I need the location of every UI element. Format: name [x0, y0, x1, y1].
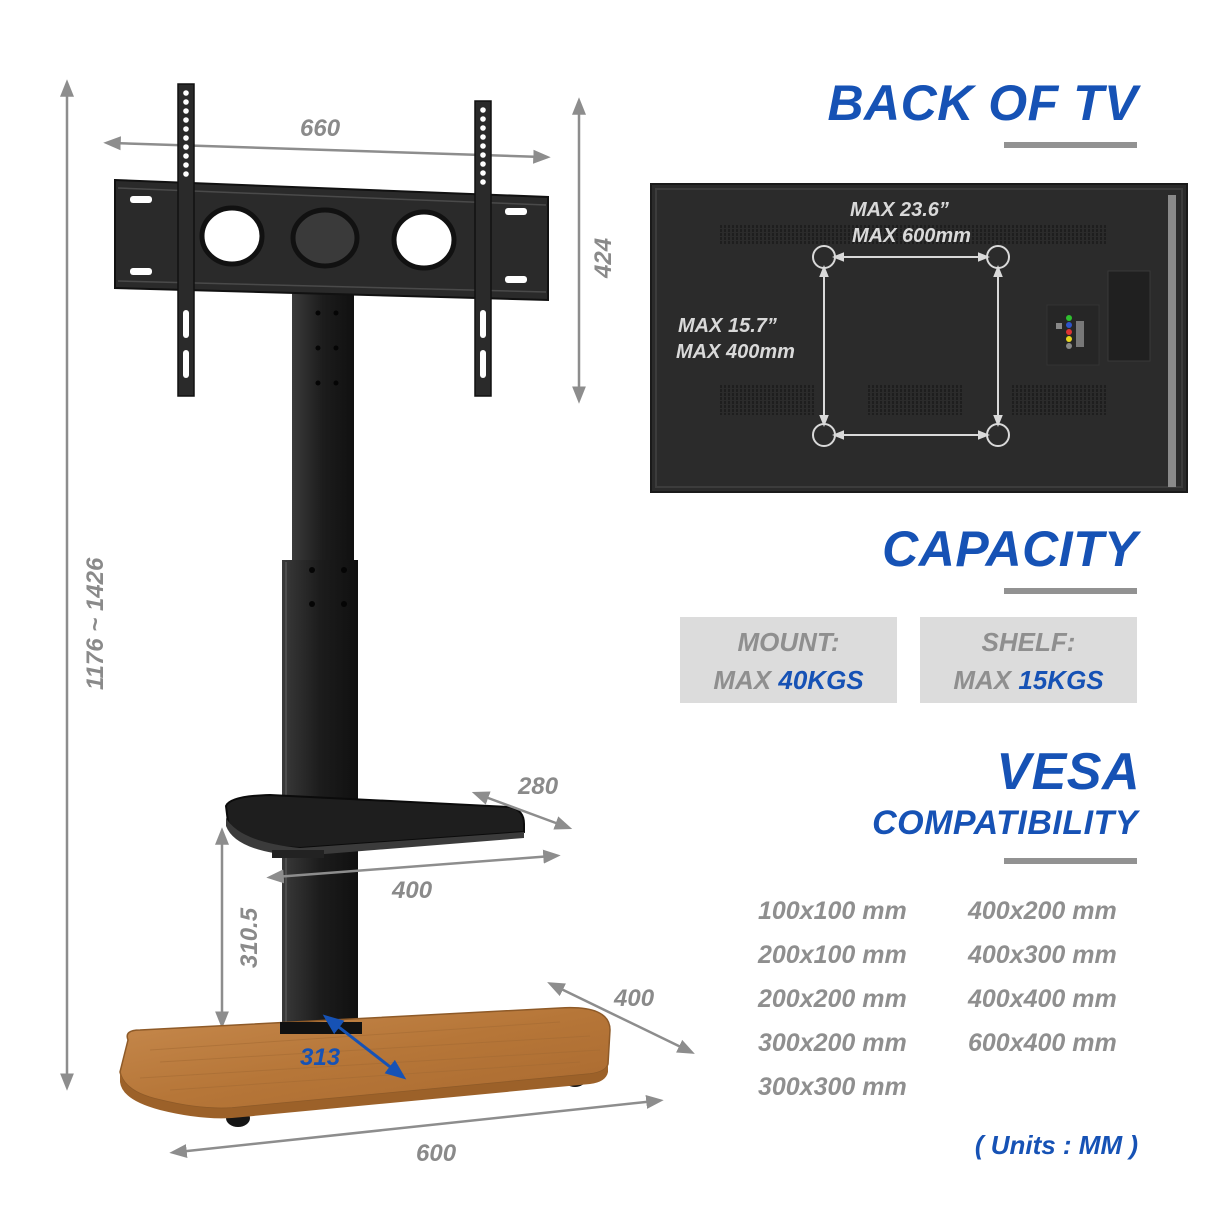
- tv-stand-illustration: [60, 79, 695, 1159]
- shelf-depth-arrow: [471, 791, 573, 830]
- vesa-list-left: 100x100 mm 200x100 mm 200x200 mm 300x200…: [758, 889, 907, 1109]
- vesa-size: 100x100 mm: [758, 897, 907, 925]
- mount-max-prefix: MAX: [713, 665, 772, 695]
- max-width-mm: MAX 600mm: [852, 225, 971, 247]
- vesa-title: VESA: [996, 743, 1140, 801]
- vesa-list-right: 400x200 mm 400x300 mm 400x400 mm 600x400…: [968, 889, 1117, 1065]
- units-note: ( Units : MM ): [974, 1130, 1138, 1160]
- vesa-size: 600x400 mm: [968, 1029, 1117, 1057]
- base-depth-label: 400: [614, 985, 655, 1012]
- back-of-tv-title: BACK OF TV: [827, 75, 1138, 131]
- vesa-size: 400x200 mm: [968, 897, 1117, 925]
- base-width-arrow: [169, 1094, 664, 1159]
- back-of-tv-underline: [1004, 142, 1137, 148]
- vesa-size: 200x200 mm: [758, 985, 907, 1013]
- vesa-size: 300x300 mm: [758, 1073, 907, 1101]
- mount-capacity-box: MOUNT: MAX 40KGS: [680, 617, 897, 703]
- pole-front-label: 313: [300, 1044, 341, 1071]
- pole-front-arrow: [322, 1014, 407, 1080]
- mount-max-value: 40KGS: [778, 665, 864, 695]
- vesa-size: 400x300 mm: [968, 941, 1117, 969]
- shelf-max-prefix: MAX: [953, 665, 1012, 695]
- shelf-height-label: 310.5: [236, 907, 263, 968]
- vesa-underline: [1004, 858, 1137, 864]
- capacity-underline: [1004, 588, 1137, 594]
- vesa-subtitle: COMPATIBILITY: [872, 804, 1138, 842]
- base-depth-arrow: [547, 982, 695, 1054]
- vesa-size: 300x200 mm: [758, 1029, 907, 1057]
- shelf-label: SHELF:: [981, 627, 1076, 657]
- max-width-in: MAX 23.6”: [850, 199, 949, 221]
- shelf-max-value: 15KGS: [1018, 665, 1104, 695]
- mount-height-label: 424: [590, 237, 617, 278]
- vesa-size: 200x100 mm: [758, 941, 907, 969]
- max-height-in: MAX 15.7”: [678, 315, 777, 337]
- total-height-label: 1176 ~ 1426: [82, 557, 109, 690]
- vesa-size: 400x400 mm: [968, 985, 1117, 1013]
- mount-width-label: 660: [300, 115, 341, 142]
- shelf-depth-label: 280: [518, 773, 559, 800]
- shelf-width-label: 400: [392, 877, 433, 904]
- base-width-label: 600: [416, 1140, 457, 1167]
- capacity-title: CAPACITY: [882, 521, 1138, 577]
- vesa-pattern-diagram: [655, 188, 1183, 488]
- shelf-capacity-box: SHELF: MAX 15KGS: [920, 617, 1137, 703]
- max-height-mm: MAX 400mm: [676, 341, 795, 363]
- shelf-width-arrow: [266, 849, 561, 884]
- mount-label: MOUNT:: [737, 627, 840, 657]
- tv-back-panel: MAX 23.6” MAX 600mm MAX 15.7” MAX 400mm: [650, 183, 1188, 493]
